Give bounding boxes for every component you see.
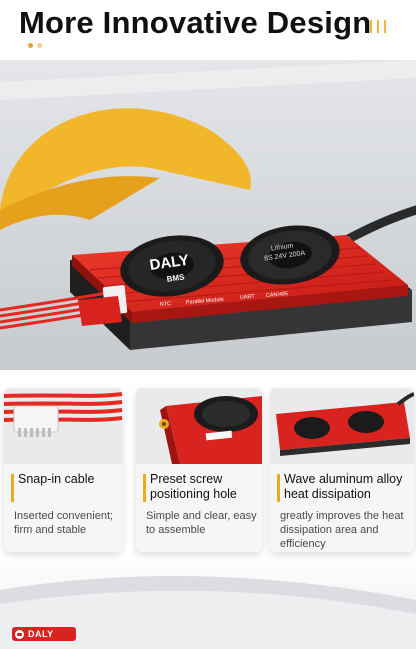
card-accent (143, 474, 146, 502)
feature-description: greatly improves the heat dissipation ar… (280, 510, 404, 550)
footer-decoration (0, 560, 416, 649)
connector-icon (4, 388, 122, 464)
bar (384, 20, 386, 33)
bms-product-illustration: DALY BMS Lithium 8S 24V 200A NTC Paralle… (0, 60, 416, 370)
carousel-dots (28, 43, 42, 48)
dot-active[interactable] (28, 43, 33, 48)
product-badge: BMS (166, 272, 186, 283)
feature-title: Preset screw positioning hole (150, 472, 237, 501)
header: More Innovative Design (0, 0, 416, 60)
decorative-bars-icon (370, 20, 386, 33)
logo-text: DALY (28, 629, 54, 639)
card-accent (11, 474, 14, 502)
product-spec-1: Lithium (271, 242, 294, 252)
port-label: NTC (160, 301, 172, 308)
feature-card-screw-hole: Preset screw positioning hole Simple and… (136, 388, 262, 552)
feature-card-snap-in: Snap-in cable Inserted convenient; firm … (4, 388, 122, 552)
port-label: UART (240, 294, 256, 301)
feature-description: Inserted convenient; firm and stable (14, 510, 114, 536)
feature-card-heatsink: Wave aluminum alloy heat dissipation gre… (270, 388, 414, 552)
dot[interactable] (37, 43, 42, 48)
feature-description: Simple and clear, easy to assemble (146, 510, 257, 536)
bar (370, 20, 372, 33)
hero-image: DALY BMS Lithium 8S 24V 200A NTC Paralle… (0, 60, 416, 370)
bar (377, 20, 379, 33)
feature-title: Snap-in cable (18, 472, 95, 486)
yellow-disc-shape (0, 108, 251, 220)
heatsink-icon (270, 388, 414, 464)
port-label: CAN/485 (266, 291, 289, 299)
brand-logo: DALY (12, 627, 76, 641)
screw-hole-icon (136, 388, 262, 464)
port-label: Parallel Module (186, 297, 224, 306)
card-accent (277, 474, 280, 502)
feature-title: Wave aluminum alloy heat dissipation (284, 472, 403, 501)
page-title: More Innovative Design (19, 5, 372, 40)
daly-logo-icon (15, 629, 24, 639)
product-brand: DALY (149, 252, 190, 274)
